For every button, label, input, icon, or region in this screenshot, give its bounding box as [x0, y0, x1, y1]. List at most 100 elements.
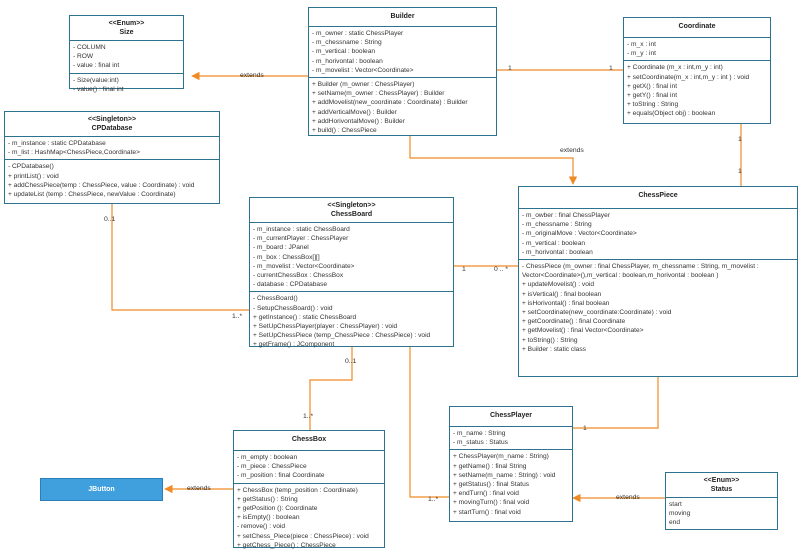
class-chessplayer-methods-row: + getStatus() : final Status: [453, 481, 530, 489]
label-chessboard-chessbox-bottom: 1..*: [303, 413, 314, 420]
class-size-stereotype: <<Enum>>: [108, 20, 145, 27]
class-chesspiece-methods-row: + updateMovelist() : void: [522, 281, 595, 289]
class-coordinate-fields-row: - m_x : int: [627, 41, 656, 48]
class-chessboard-fields-row: - m_box : ChessBox[][]: [253, 253, 320, 261]
class-status-values-row: start: [669, 501, 682, 508]
class-chessplayer-methods-row: + ChessPlayer(m_name : String): [453, 453, 549, 461]
chesspiece-chessplayer-line: [573, 376, 659, 429]
class-chessboard-fields-row: - m_instance : static ChessBoard: [253, 226, 350, 233]
class-size-header: <<Enum>> Size: [70, 16, 183, 40]
builder-chesspiece-extends-line: [409, 136, 578, 185]
class-cpdatabase-fields: - m_instance : static CPDatabase- m_list…: [5, 136, 219, 159]
chessboard-chessbox-line: [309, 346, 353, 430]
class-chessboard-methods: - ChessBoard()- SetupChessBoard() : void…: [250, 291, 453, 351]
class-chessbox-header: ChessBox: [234, 431, 384, 450]
class-cpdatabase[interactable]: <<Singleton>> CPDatabase - m_instance : …: [4, 111, 220, 204]
class-cpdatabase-methods-row: + addChessPiece(temp : ChessPiece, value…: [8, 181, 195, 189]
class-coordinate-methods-row: + equals(Object obj) : boolean: [627, 110, 716, 118]
class-cpdatabase-methods: - CPDatabase()+ printList() : void+ addC…: [5, 159, 219, 201]
class-chesspiece-fields-row: - m_owber : final ChessPlayer: [522, 212, 610, 219]
label-chessboard-chessbox-top: 0..1: [345, 358, 357, 365]
class-builder-methods-row: + build() : ChessPiece: [312, 127, 377, 135]
class-chessboard-fields-row: - m_movelist : Vector<Coordinate>: [253, 262, 355, 270]
class-chessboard-fields-row: - database : CPDatabase: [253, 281, 328, 289]
class-chessboard-methods-row: + SetUpChessPlayer(player : ChessPlayer)…: [253, 323, 398, 331]
class-coordinate-name: Coordinate: [678, 23, 716, 30]
class-size-methods-row: - value() : final int: [73, 85, 124, 93]
class-coordinate-fields-row: - m_y : int: [627, 50, 656, 58]
class-chesspiece-methods-row: + Builder : static class: [522, 345, 586, 353]
class-builder-methods-row: + Builder (m_owner : ChessPlayer): [312, 81, 415, 89]
class-chessboard-fields-row: - m_currentPlayer : ChessPlayer: [253, 235, 349, 243]
class-chesspiece-fields-row: - m_originalMove : Vector<Coordinate>: [522, 230, 637, 238]
class-builder-header: Builder: [309, 8, 496, 26]
class-chessplayer-fields-row: - m_status : Status: [453, 439, 508, 447]
class-status-stereotype: <<Enum>>: [703, 477, 740, 484]
class-chessplayer-methods-row: + movingTurn() : final void: [453, 499, 530, 507]
label-builder-coordinate-right: 1: [609, 65, 613, 72]
class-size-fields: - COLUMN- ROW- value : final int: [70, 40, 183, 73]
class-status-values-row: end: [669, 519, 681, 527]
class-builder-methods-row: + addMovelist(new_coordinate : Coordinat…: [312, 99, 468, 107]
class-chessplayer-methods-row: + endTurn() : final void: [453, 490, 519, 498]
class-cpdatabase-stereotype: <<Singleton>>: [87, 116, 137, 123]
class-cpdatabase-methods-row: - CPDatabase(): [8, 163, 54, 171]
chessboard-chessplayer-line: [409, 346, 449, 498]
class-size-fields-row: - COLUMN: [73, 44, 106, 51]
class-chessboard[interactable]: <<Singleton>> ChessBoard - m_instance : …: [249, 197, 454, 348]
class-cpdatabase-methods-row: + updateList (temp : ChessPiece, newValu…: [8, 191, 176, 199]
class-chessbox-fields-row: - m_empty : boolean: [237, 454, 298, 461]
class-chessboard-name: ChessBoard: [330, 211, 373, 218]
class-coordinate-methods: + Coordinate (m_x : int,m_y : int)+ setC…: [624, 60, 770, 120]
class-status-values-row: moving: [669, 510, 691, 518]
class-chesspiece-methods-row: - ChessPiece (m_owner : final ChessPlaye…: [522, 263, 759, 280]
class-size[interactable]: <<Enum>> Size - COLUMN- ROW- value : fin…: [69, 15, 184, 93]
class-builder-methods-row: + addHorivontalMove() : Builder: [312, 117, 405, 125]
class-size-name: Size: [119, 29, 134, 36]
class-chessbox-methods-row: + getStatus() : String: [237, 495, 298, 503]
label-chessboard-chessplayer-bottom: 1..*: [428, 496, 439, 503]
class-chessboard-stereotype: <<Singleton>>: [327, 202, 376, 209]
class-builder-fields-row: - m_owner : static ChessPlayer: [312, 30, 404, 37]
class-builder-name: Builder: [390, 13, 415, 20]
class-chessplayer[interactable]: ChessPlayer - m_name : String - m_status …: [449, 406, 573, 522]
class-size-methods-row: - Size(value:int): [73, 76, 119, 84]
class-chessplayer-methods-row: + setName(m_name : String) : void: [453, 471, 556, 479]
class-chessplayer-fields-row: - m_name : String: [453, 430, 506, 437]
class-chessplayer-name: ChessPlayer: [489, 412, 533, 419]
class-chessbox-fields-row: - m_position : final Coordinate: [237, 472, 325, 480]
class-builder-fields-row: - m_vertical : boolean: [312, 48, 376, 56]
label-status-chessplayer-extends: extends: [616, 494, 640, 501]
class-chesspiece-fields-row: - m_chessname : String: [522, 221, 592, 229]
class-chessboard-methods-row: + getFrame() : JComponent: [253, 341, 335, 349]
class-coordinate-methods-row: + getX() : final int: [627, 82, 678, 90]
class-chessplayer-fields: - m_name : String - m_status : Status: [450, 426, 572, 449]
class-chesspiece[interactable]: ChessPiece - m_owber : final ChessPlayer…: [518, 186, 798, 377]
class-chessbox-methods-row: + getPosition (): Coordinate: [237, 505, 318, 513]
class-chessboard-methods-row: - ChessBoard(): [253, 295, 298, 303]
class-coordinate[interactable]: Coordinate - m_x : int - m_y : int + Coor…: [623, 17, 771, 124]
class-coordinate-methods-row: + toString : String: [627, 101, 679, 109]
cpdatabase-chessboard-line: [111, 204, 250, 311]
class-chessbox-fields-row: - m_piece : ChessPiece: [237, 463, 307, 471]
class-size-methods: - Size(value:int)- value() : final int: [70, 72, 183, 96]
label-chessboard-chesspiece-right: 0 .. *: [494, 266, 508, 273]
class-chessbox-name: ChessBox: [291, 436, 327, 443]
class-chessboard-header: <<Singleton>> ChessBoard: [250, 198, 453, 222]
label-cpdatabase-chessboard-bottom: 1..*: [232, 313, 243, 320]
class-builder[interactable]: Builder - m_owner : static ChessPlayer - …: [308, 7, 497, 136]
class-cpdatabase-header: <<Singleton>> CPDatabase: [5, 112, 219, 136]
class-status-name: Status: [710, 486, 733, 493]
class-chessbox[interactable]: ChessBox - m_empty : boolean - m_piece : …: [233, 430, 385, 549]
class-coordinate-methods-row: + getY() : final int: [627, 92, 678, 100]
class-chesspiece-fields-row: - m_vertical : boolean: [522, 239, 586, 247]
class-chesspiece-name: ChessPiece: [638, 192, 678, 199]
class-chessboard-methods-row: - SetupChessBoard() : void: [253, 304, 333, 312]
class-chesspiece-methods-row: + getMovelist() : final Vector<Coordinat…: [522, 327, 644, 335]
class-chesspiece-fields-row: - m_horivontal : boolean: [522, 248, 593, 256]
class-chesspiece-header: ChessPiece: [519, 187, 797, 208]
class-jbutton[interactable]: JButton: [40, 478, 163, 501]
class-builder-methods: + Builder (m_owner : ChessPlayer)+ setNa…: [309, 77, 496, 137]
class-chessboard-methods-row: + getInstance() : static ChessBoard: [253, 313, 357, 321]
